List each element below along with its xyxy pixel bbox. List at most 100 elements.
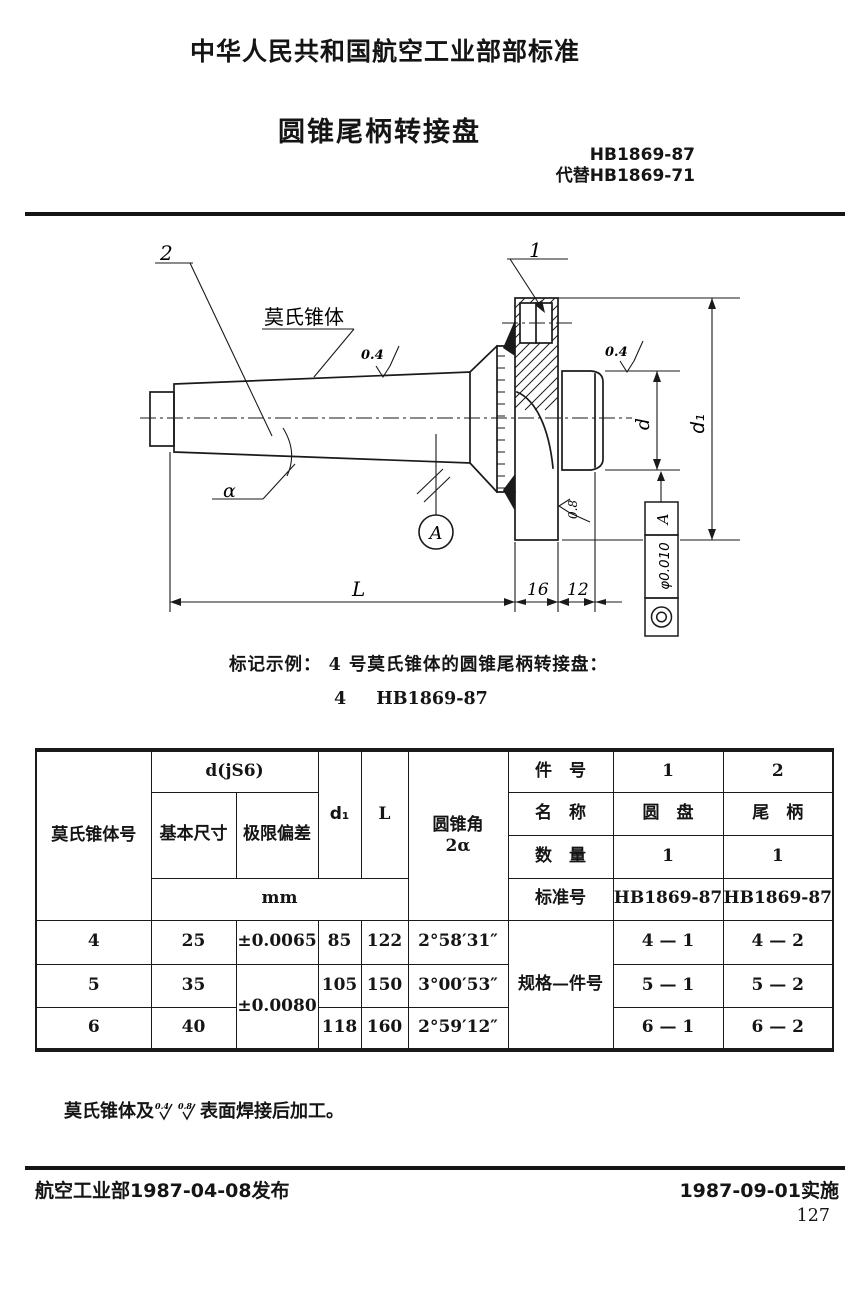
cell-angle: 2°59′12″	[407, 1006, 509, 1051]
callout-2-label: 2	[159, 241, 173, 265]
standard-number-block: HB1869-87 代替HB1869-71	[556, 145, 695, 187]
part-qty-2: 1	[722, 834, 834, 879]
cell-L: 160	[360, 1006, 409, 1051]
datum-circle	[418, 514, 454, 550]
page-number: 127	[796, 1206, 830, 1226]
col-header-d1: d₁	[317, 749, 362, 879]
disk-flange	[514, 297, 559, 541]
note-roughness-1: 0.4	[155, 1101, 169, 1111]
cell-basic: 25	[150, 919, 237, 965]
dim-d1-label: d₁	[687, 414, 709, 434]
serration-ticks	[497, 355, 505, 489]
footer-rule	[25, 1166, 845, 1170]
cell-L: 122	[360, 919, 409, 965]
dim-L-label: L	[351, 577, 365, 601]
tolerance-value: φ0.010	[657, 542, 673, 590]
col-header-limit-dev: 极限偏差	[235, 791, 319, 879]
example-number: 4	[334, 689, 347, 709]
roughness-icon: 0.8	[178, 1101, 196, 1121]
cell-p1: 6 — 1	[612, 1006, 724, 1051]
row-header-std: 标准号	[507, 877, 614, 921]
row-header-part-no: 件 号	[507, 749, 614, 793]
cell-angle: 3°00′53″	[407, 963, 509, 1008]
transition-cone	[468, 344, 499, 494]
example-code: HB1869-87	[376, 689, 488, 709]
roughness-mark-taper	[375, 345, 400, 379]
part-no-1: 1	[612, 749, 724, 793]
cone-angle-line1: 圆锥角	[432, 814, 484, 835]
cell-dev: ±0.0080	[235, 963, 319, 1051]
callout-1-label: 1	[529, 238, 542, 262]
datum-label: A	[428, 523, 443, 544]
cell-p2: 6 — 2	[722, 1006, 834, 1051]
marking-example-line2: 4 HB1869-87	[334, 689, 488, 709]
roughness-mark-face	[557, 498, 591, 523]
cone-angle-line2: 2α	[445, 835, 471, 856]
tolerance-datum: A	[654, 513, 672, 526]
row-header-qty: 数 量	[507, 834, 614, 879]
centerlines	[140, 322, 632, 419]
row-header-name: 名 称	[507, 791, 614, 836]
cell-L: 150	[360, 963, 409, 1008]
part-outline	[149, 297, 604, 541]
technical-drawing: 2 莫氏锥体 0.4 1 0.4 α A L 16 12 d d₁ φ0.010…	[140, 238, 740, 637]
header-rule	[25, 212, 845, 216]
cell-p1: 5 — 1	[612, 963, 724, 1008]
dimension-lines	[155, 258, 740, 612]
col-header-d-js6: d(jS6)	[150, 749, 319, 793]
part-name-1: 圆 盘	[612, 791, 724, 836]
cell-basic: 40	[150, 1006, 237, 1051]
weld-marks	[503, 320, 515, 511]
ministry-header: 中华人民共和国航空工业部部标准	[190, 37, 581, 66]
page-title: 圆锥尾柄转接盘	[278, 117, 481, 148]
roughness-mark-boss	[619, 340, 644, 374]
cone-angle-label: α	[223, 480, 236, 502]
col-header-L: L	[360, 749, 409, 879]
dimension-arrowheads	[170, 298, 716, 606]
flange-face-curve	[515, 390, 554, 469]
concentricity-icon-inner	[655, 611, 668, 623]
dim-16-label: 16	[527, 580, 549, 600]
roughness-icon: 0.4	[155, 1101, 173, 1121]
part-std-1: HB1869-87	[612, 877, 724, 921]
issued-date: 航空工业部1987-04-08发布	[35, 1180, 290, 1202]
cell-d1: 105	[317, 963, 362, 1008]
part-no-2: 2	[722, 749, 834, 793]
cell-taper: 5	[35, 963, 152, 1008]
cell-taper: 4	[35, 919, 152, 965]
cell-taper: 6	[35, 1006, 152, 1051]
table-row: 6 40 118 160 2°59′12″ 6 — 1 6 — 2	[35, 1006, 834, 1051]
part-name-2: 尾 柄	[722, 791, 834, 836]
table-row: 5 35 ±0.0080 105 150 3°00′53″ 5 — 1 5 — …	[35, 963, 834, 1051]
tolerance-frame	[644, 501, 679, 637]
tang	[149, 391, 175, 447]
cell-p2: 4 — 2	[722, 919, 834, 965]
note-roughness-2: 0.8	[178, 1101, 192, 1111]
replaces-standard: 代替HB1869-71	[555, 166, 695, 186]
cell-d1: 118	[317, 1006, 362, 1051]
cell-dev: ±0.0065	[235, 919, 319, 965]
concentricity-icon	[650, 606, 673, 628]
part-std-2: HB1869-87	[722, 877, 834, 921]
unit-cell: mm	[150, 877, 409, 921]
effective-date: 1987-09-01实施	[679, 1180, 839, 1202]
marking-example-line1: 标记示例： 4 号莫氏锥体的圆锥尾柄转接盘：	[229, 655, 608, 675]
morse-taper-label: 莫氏锥体	[264, 305, 344, 329]
spec-part-no-cell: 规格—件号	[507, 919, 614, 1051]
standard-number: HB1869-87	[589, 145, 695, 165]
note-suffix: 表面焊接后加工。	[200, 1101, 344, 1122]
cell-d1: 85	[317, 919, 362, 965]
cell-angle: 2°58′31″	[407, 919, 509, 965]
dim-12-label: 12	[567, 580, 589, 600]
dimension-table: 莫氏锥体号 d(jS6) d₁ L 圆锥角 2α 件 号 1 2 基本尺寸 极限…	[35, 748, 835, 1052]
col-header-taper-no: 莫氏锥体号	[35, 749, 152, 921]
roughness-value-taper: 0.4	[361, 348, 384, 363]
cell-p1: 4 — 1	[612, 919, 724, 965]
cell-basic: 35	[150, 963, 237, 1008]
dim-d-label: d	[632, 418, 654, 430]
boss	[561, 370, 604, 471]
roughness-value-face: 0.8	[566, 500, 580, 519]
roughness-value-boss: 0.4	[605, 345, 628, 360]
